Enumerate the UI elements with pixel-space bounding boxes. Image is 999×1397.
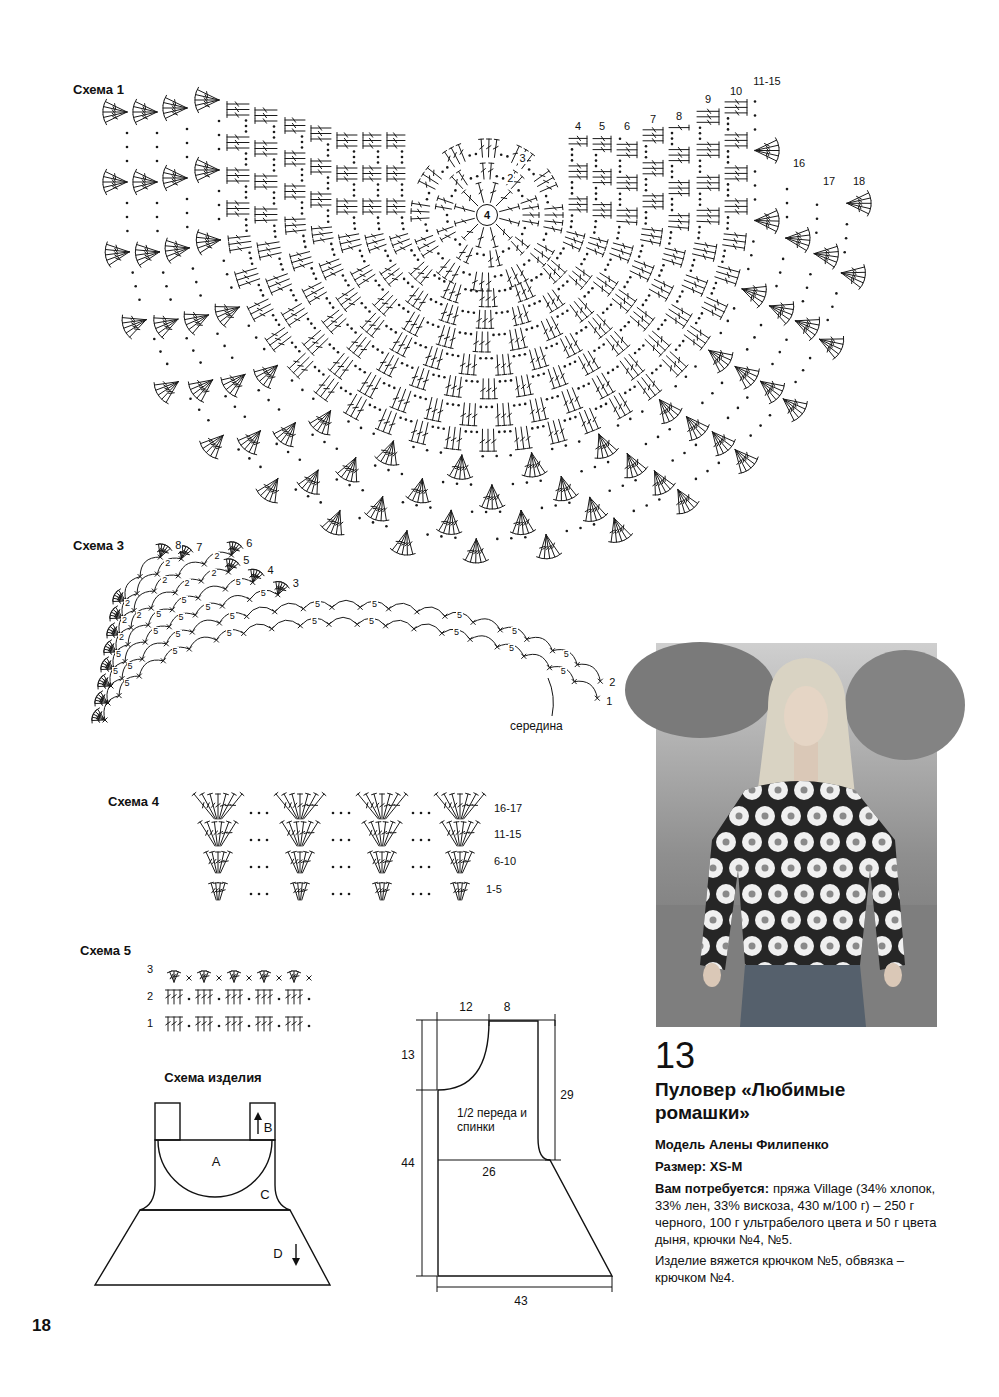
page: {"diagram":{"nodes":[{"text":["4"]},{"te… xyxy=(0,0,999,1397)
